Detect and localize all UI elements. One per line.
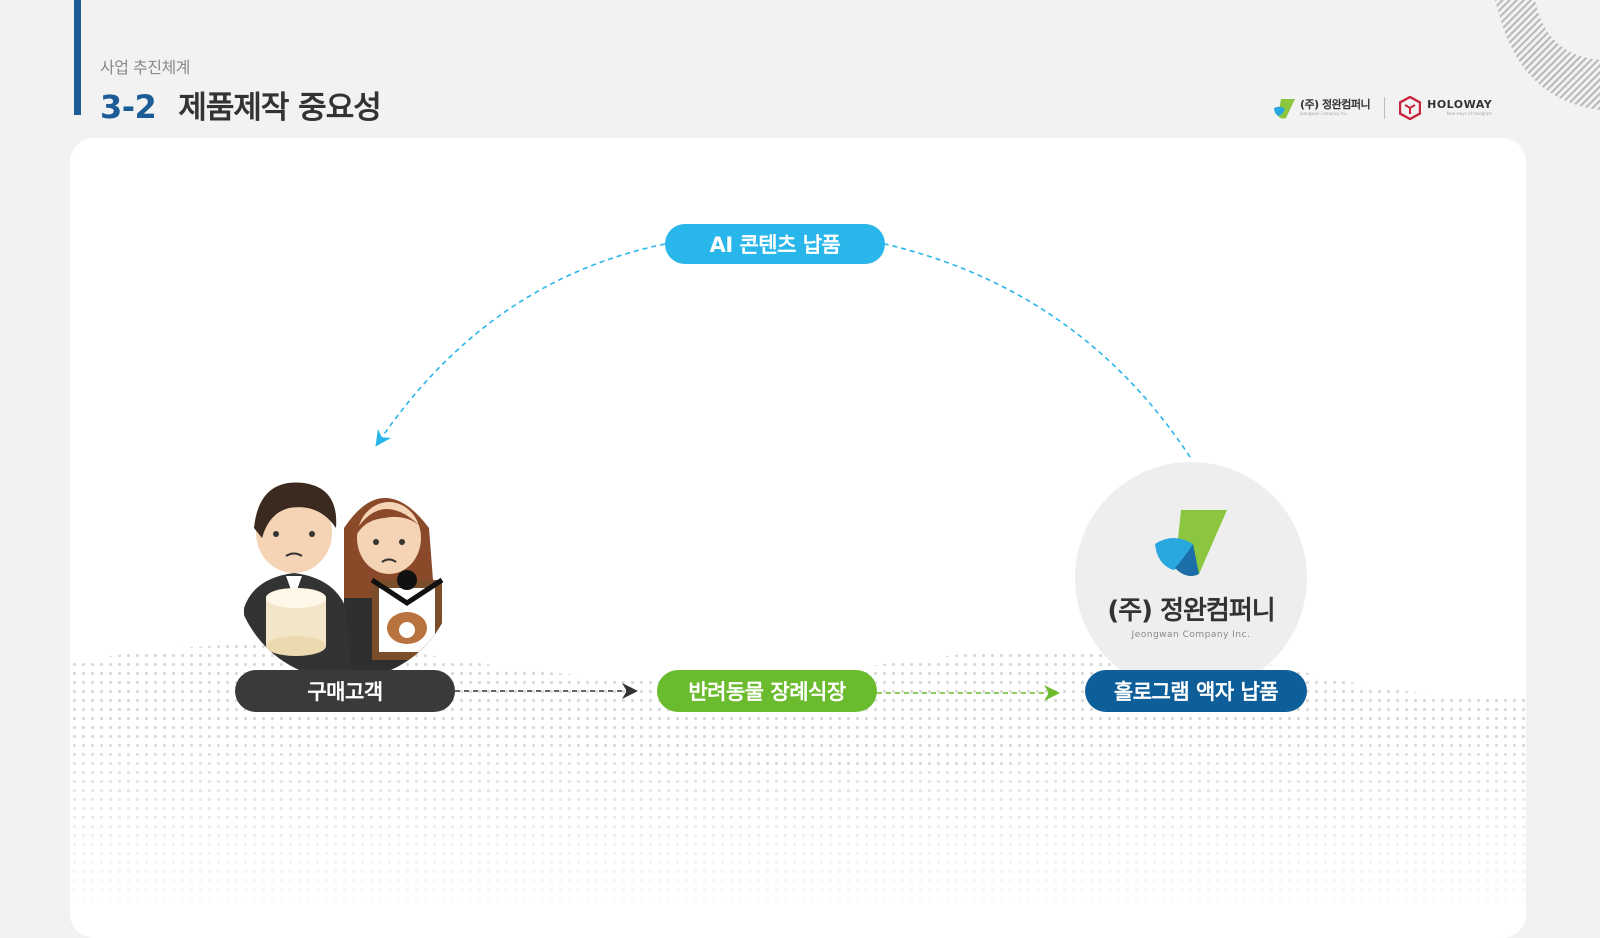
flow-arrows: [375, 243, 1191, 701]
ai-content-delivery-badge: AI 콘텐츠 납품: [665, 224, 885, 264]
customer-badge: 구매고객: [235, 670, 455, 712]
brand-company-sub: Jeongwan Company Inc.: [1300, 111, 1349, 116]
jeongwan-logo-large-icon: [1155, 510, 1227, 576]
title-text: 제품제작 중요성: [178, 90, 381, 126]
arrow-top-to-customer: [375, 243, 666, 447]
grieving-couple-icon: [234, 482, 456, 680]
brand-company-name: (주) 정완컴퍼니: [1300, 98, 1371, 111]
corner-stripes-decoration: [1495, 0, 1600, 110]
jeongwan-logo-icon: [1274, 99, 1295, 119]
company-circle-name: (주) 정완컴퍼니: [1107, 596, 1275, 626]
brand-divider: [1384, 97, 1386, 119]
company-circle-sub: Jeongwan Company Inc.: [1131, 630, 1251, 640]
title-number: 3-2: [100, 88, 157, 126]
customer-illustration: [234, 458, 456, 680]
hologram-frame-delivery-badge: 홀로그램 액자 납품: [1085, 670, 1307, 712]
brand-partner-sub: New ways of hologram: [1446, 111, 1493, 116]
page-title: 3-2 제품제작 중요성: [100, 82, 382, 127]
section-kicker: 사업 추진체계: [100, 58, 190, 77]
arrow-company-to-top: [884, 243, 1191, 458]
company-circle: (주) 정완컴퍼니 Jeongwan Company Inc.: [1075, 462, 1307, 694]
brand-logos: (주) 정완컴퍼니 Jeongwan Company Inc. HOLOWAY …: [1272, 96, 1492, 120]
holoway-cube-icon: [1399, 96, 1422, 120]
brand-partner-name: HOLOWAY: [1427, 98, 1493, 111]
accent-bar: [74, 0, 81, 115]
funeral-hall-badge: 반려동물 장례식장: [657, 670, 877, 712]
